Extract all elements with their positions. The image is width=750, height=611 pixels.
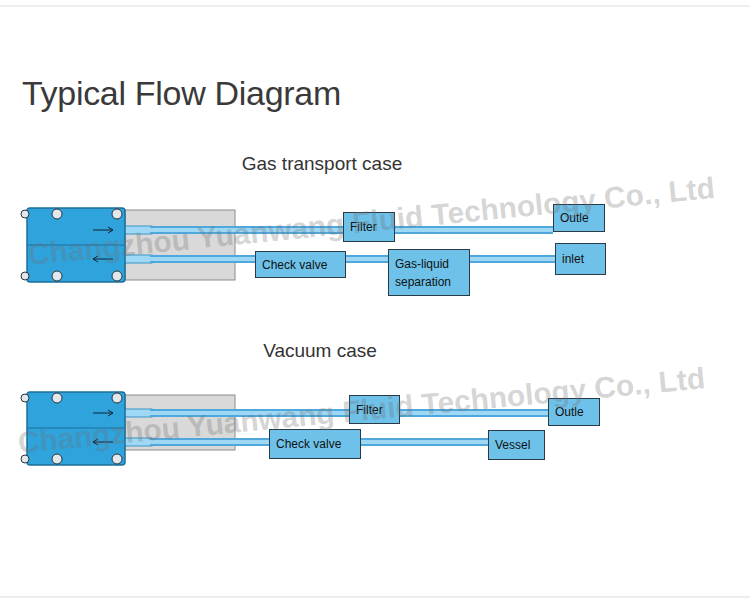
component-box: Check valve xyxy=(255,251,346,278)
case-heading: Vacuum case xyxy=(263,341,377,360)
component-label: inlet xyxy=(562,250,599,268)
tube-connector xyxy=(346,257,388,261)
component-label: Vessel xyxy=(495,436,538,454)
tube-connector xyxy=(470,257,555,261)
top-rule xyxy=(0,6,750,7)
diagram-title: Typical Flow Diagram xyxy=(22,76,341,110)
bottom-rule xyxy=(0,597,750,598)
component-label: Gas-liquid separation xyxy=(395,255,463,291)
tube-outline xyxy=(470,255,555,263)
component-label: Check valve xyxy=(262,256,339,274)
component-box: Vessel xyxy=(488,430,545,460)
watermark: Changzhou Yuanwang Fluid Technology Co.,… xyxy=(27,173,717,270)
tube-outline xyxy=(361,438,488,446)
watermark: Changzhou Yuanwang Fluid Technology Co.,… xyxy=(17,363,707,458)
tube-connector xyxy=(361,440,488,444)
component-box: inlet xyxy=(555,243,606,275)
component-box: Gas-liquid separation xyxy=(388,249,470,296)
case-heading: Gas transport case xyxy=(242,154,403,173)
component-label: Check valve xyxy=(276,435,354,453)
tube-outline xyxy=(346,255,388,263)
component-box: Check valve xyxy=(269,429,361,459)
